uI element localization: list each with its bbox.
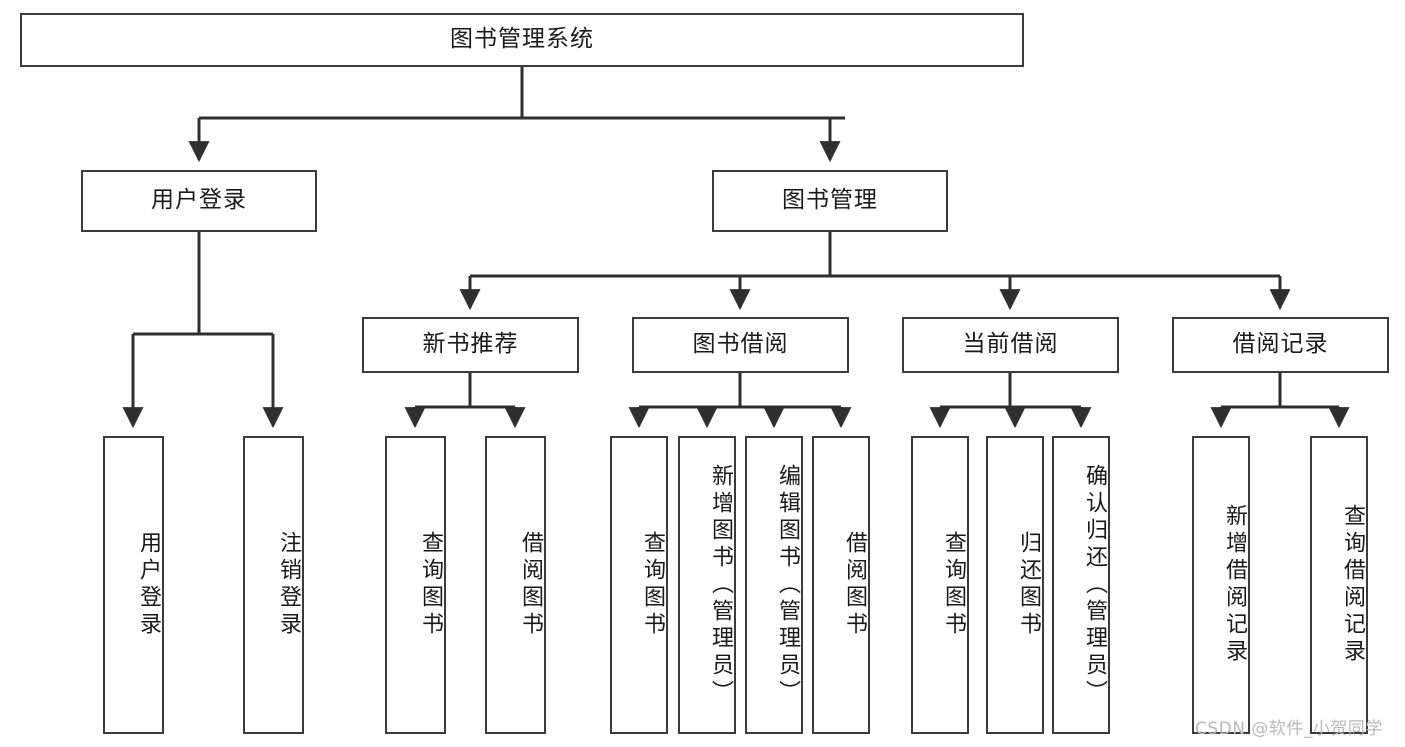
node-book-borrow[interactable]: 图书借阅 xyxy=(632,317,849,373)
node-leaf-add-record-label: 新增借阅记录 xyxy=(1222,504,1247,666)
node-new-book-recommend[interactable]: 新书推荐 xyxy=(362,317,579,373)
node-leaf-borrow-book-label: 借阅图书 xyxy=(842,531,867,639)
node-borrow-record[interactable]: 借阅记录 xyxy=(1172,317,1389,373)
node-user-login-label: 用户登录 xyxy=(151,187,247,214)
node-leaf-add-book[interactable]: 新增图书（管理员） xyxy=(678,436,736,734)
node-current-borrow-label: 当前借阅 xyxy=(962,331,1059,358)
node-root-label: 图书管理系统 xyxy=(450,26,594,53)
node-leaf-edit-book-label: 编辑图书（管理员） xyxy=(775,463,800,707)
node-leaf-query-record-label: 查询借阅记录 xyxy=(1340,504,1365,666)
node-leaf-add-record[interactable]: 新增借阅记录 xyxy=(1192,436,1250,734)
node-user-login[interactable]: 用户登录 xyxy=(81,170,317,232)
node-new-book-recommend-label: 新书推荐 xyxy=(422,331,519,358)
node-leaf-borrow-book-rec[interactable]: 借阅图书 xyxy=(485,436,546,734)
node-leaf-logout[interactable]: 注销登录 xyxy=(243,436,304,734)
node-leaf-edit-book[interactable]: 编辑图书（管理员） xyxy=(745,436,803,734)
node-leaf-query-book-current-label: 查询图书 xyxy=(941,531,966,639)
node-leaf-confirm-return-label: 确认归还（管理员） xyxy=(1082,463,1107,707)
node-leaf-borrow-book-rec-label: 借阅图书 xyxy=(518,531,543,639)
node-leaf-query-book-borrow[interactable]: 查询图书 xyxy=(610,436,668,734)
node-leaf-query-book-rec[interactable]: 查询图书 xyxy=(385,436,446,734)
node-book-borrow-label: 图书借阅 xyxy=(692,331,789,358)
node-book-manage-label: 图书管理 xyxy=(782,187,878,214)
node-leaf-confirm-return[interactable]: 确认归还（管理员） xyxy=(1052,436,1110,734)
node-book-manage[interactable]: 图书管理 xyxy=(712,170,948,232)
node-leaf-return-book[interactable]: 归还图书 xyxy=(986,436,1044,734)
node-leaf-query-book-rec-label: 查询图书 xyxy=(418,531,443,639)
node-leaf-return-book-label: 归还图书 xyxy=(1016,531,1041,639)
node-leaf-logout-label: 注销登录 xyxy=(276,531,301,639)
node-leaf-add-book-label: 新增图书（管理员） xyxy=(708,463,733,707)
node-borrow-record-label: 借阅记录 xyxy=(1232,331,1329,358)
node-leaf-query-book-current[interactable]: 查询图书 xyxy=(911,436,969,734)
node-root[interactable]: 图书管理系统 xyxy=(20,13,1024,67)
node-leaf-query-book-borrow-label: 查询图书 xyxy=(640,531,665,639)
node-leaf-user-login[interactable]: 用户登录 xyxy=(103,436,164,734)
node-leaf-query-record[interactable]: 查询借阅记录 xyxy=(1310,436,1368,734)
node-leaf-borrow-book[interactable]: 借阅图书 xyxy=(812,436,870,734)
node-leaf-user-login-label: 用户登录 xyxy=(136,531,161,639)
node-current-borrow[interactable]: 当前借阅 xyxy=(902,317,1119,373)
watermark: CSDN @软件_小贺同学 xyxy=(1195,719,1383,739)
